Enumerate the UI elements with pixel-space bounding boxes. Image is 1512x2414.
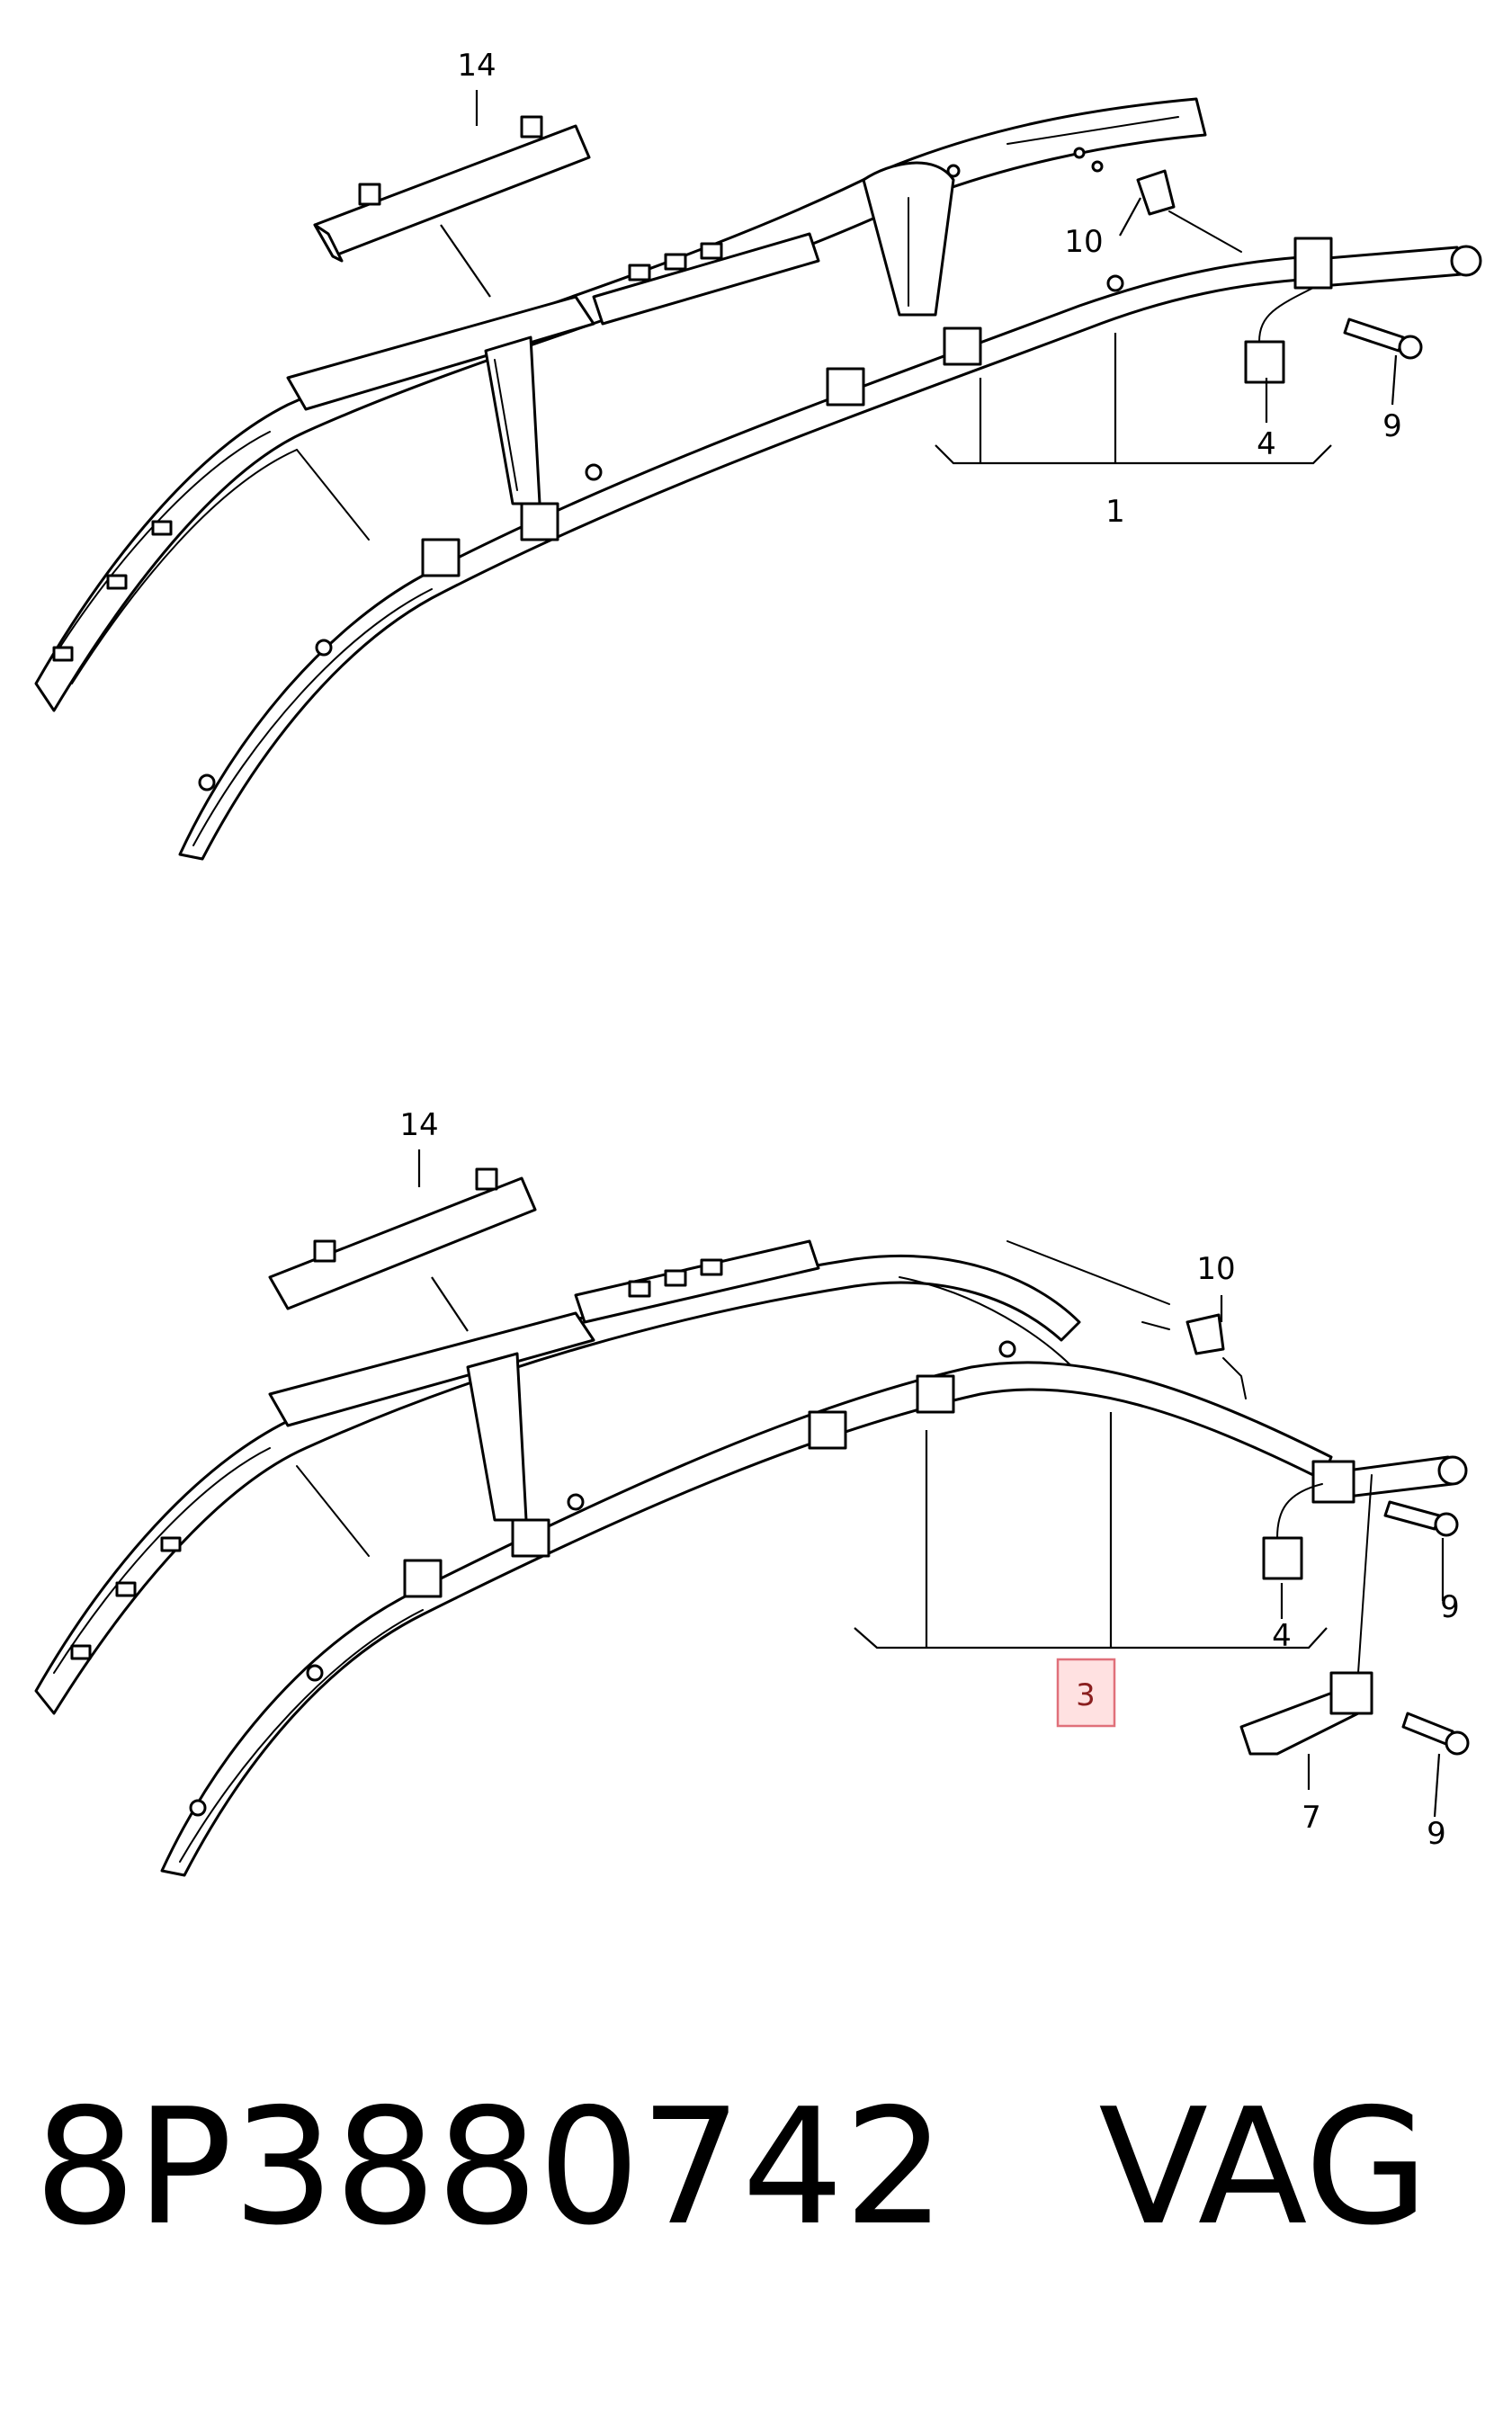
bottom-panel: 14 10 4 9 3 7 9 [34, 1107, 1470, 1877]
bottom-leaders [417, 1149, 1445, 1818]
trim-strip-lower [268, 1167, 537, 1310]
screw-part-lower [1383, 1500, 1441, 1531]
callout-3-highlighted[interactable]: 3 [1076, 1677, 1096, 1713]
callout-4-top: 4 [1257, 426, 1276, 462]
trim-strip [313, 115, 591, 263]
highlight-box [1056, 1658, 1116, 1728]
clip-part [1136, 169, 1176, 216]
callout-9-bottom-upper: 9 [1440, 1589, 1460, 1625]
part-number: 8P3880742 [34, 2074, 946, 2260]
top-panel: 14 10 4 9 1 [34, 48, 1482, 861]
callout-9-bottom-lower: 9 [1427, 1816, 1446, 1852]
roof-frame-lower [34, 1239, 1170, 1715]
connector-part-lower [1262, 1536, 1303, 1580]
callout-10-top: 10 [1064, 224, 1103, 260]
screw-part [1343, 317, 1405, 353]
curtain-airbag [178, 169, 1482, 861]
screw-part-lower-2 [1401, 1712, 1454, 1747]
callout-1-top: 1 [1105, 494, 1125, 530]
callout-14-bottom: 14 [399, 1107, 438, 1143]
top-leaders [440, 90, 1398, 465]
callout-7-bottom: 7 [1302, 1800, 1321, 1836]
callout-4-bottom: 4 [1272, 1618, 1292, 1654]
part-number-caption: 8P3880742 VAG [34, 2069, 1482, 2266]
callout-9-top: 9 [1382, 408, 1402, 444]
clip-part-lower [1185, 1313, 1225, 1355]
curtain-airbag-lower [160, 1313, 1470, 1877]
roof-frame [34, 97, 1207, 712]
callout-14-top: 14 [457, 48, 496, 84]
connector-part [1244, 340, 1285, 384]
brand-name: VAG [1098, 2074, 1429, 2260]
callout-10-bottom: 10 [1196, 1251, 1235, 1287]
